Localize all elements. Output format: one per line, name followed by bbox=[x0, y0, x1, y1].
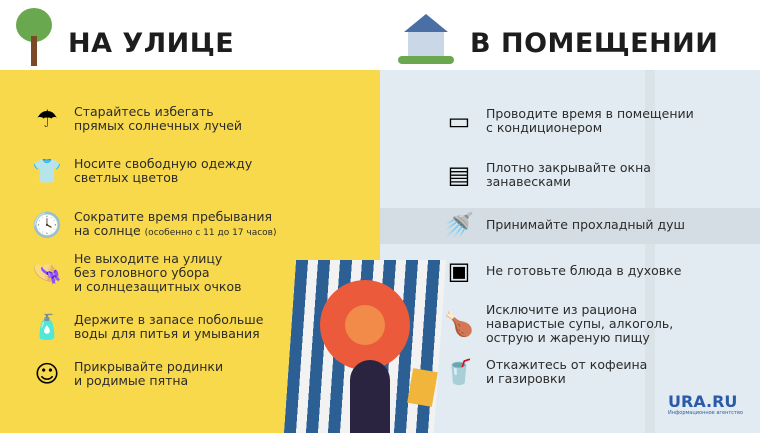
tip-line: Откажитесь от кофеина bbox=[486, 357, 648, 372]
water-bottle-icon: 🧴 bbox=[32, 313, 62, 341]
house-icon bbox=[398, 14, 454, 66]
umbrella-icon: ☂ bbox=[36, 105, 58, 133]
tip-line: Сократите время пребывания bbox=[74, 209, 273, 224]
indoor-panel bbox=[380, 70, 760, 433]
tip-line: прямых солнечных лучей bbox=[74, 118, 243, 133]
oven-icon: ▣ bbox=[447, 257, 471, 285]
grid-band bbox=[380, 208, 760, 244]
tip-line: светлых цветов bbox=[74, 170, 179, 185]
tip-line: и газировки bbox=[486, 371, 566, 386]
tip-line: Исключите из рациона bbox=[486, 302, 638, 317]
tip-line: наваристые супы, алкоголь, bbox=[486, 316, 674, 331]
tip-item: 🚿 Принимайте прохладный душ bbox=[442, 208, 685, 242]
tip-line: Носите свободную одежду bbox=[74, 156, 253, 171]
hat-icon: 👒 bbox=[32, 259, 62, 287]
tip-line: Проводите время в помещении bbox=[486, 106, 694, 121]
clock-icon: 🕓 bbox=[32, 211, 62, 239]
grid-band bbox=[645, 70, 655, 433]
tip-line-wrap: на солнце (особенно с 11 до 17 часов) bbox=[74, 224, 277, 240]
tip-text: Принимайте прохладный душ bbox=[486, 218, 685, 232]
tip-text: Не готовьте блюда в духовке bbox=[486, 264, 681, 278]
tip-line: с кондиционером bbox=[486, 120, 603, 135]
tip-line: Прикрывайте родинки bbox=[74, 359, 224, 374]
face-moles-icon: ☺ bbox=[34, 360, 60, 388]
tip-line: на солнце bbox=[74, 223, 141, 238]
air-conditioner-icon: ▭ bbox=[447, 107, 471, 135]
tip-line: Старайтесь избегать bbox=[74, 104, 214, 119]
drinks-icon: 🥤 bbox=[444, 358, 474, 386]
tip-line: Плотно закрывайте окна bbox=[486, 160, 651, 175]
header: НА УЛИЦЕ В ПОМЕЩЕНИИ bbox=[0, 0, 760, 70]
tip-line: Принимайте прохладный душ bbox=[486, 217, 685, 232]
tip-line: острую и жареную пищу bbox=[486, 330, 650, 345]
tip-line: без головного убора bbox=[74, 265, 210, 280]
tip-line: Держите в запасе побольше bbox=[74, 312, 264, 327]
tip-line: воды для питья и умывания bbox=[74, 326, 260, 341]
tip-line: Не готовьте блюда в духовке bbox=[486, 263, 682, 278]
clothes-icon: 👕 bbox=[32, 157, 62, 185]
beach-illustration bbox=[283, 250, 450, 433]
tip-line: и солнцезащитных очков bbox=[74, 279, 242, 294]
ura-logo: URA.RU bbox=[668, 392, 738, 411]
shower-icon: 🚿 bbox=[444, 211, 474, 239]
tip-note: (особенно с 11 до 17 часов) bbox=[144, 228, 277, 238]
tip-line: занавесками bbox=[486, 174, 571, 189]
tree-icon bbox=[14, 8, 54, 66]
tip-line: Не выходите на улицу bbox=[74, 251, 223, 266]
tip-line: и родимые пятна bbox=[74, 373, 189, 388]
food-icon: 🍗 bbox=[444, 310, 474, 338]
ura-logo-subtitle: Информационное агентство bbox=[668, 410, 743, 416]
blinds-icon: ▤ bbox=[447, 161, 471, 189]
tip-item: ▣ Не готовьте блюда в духовке bbox=[442, 254, 682, 288]
indoor-title: В ПОМЕЩЕНИИ bbox=[470, 28, 719, 59]
outdoor-title: НА УЛИЦЕ bbox=[68, 28, 235, 59]
